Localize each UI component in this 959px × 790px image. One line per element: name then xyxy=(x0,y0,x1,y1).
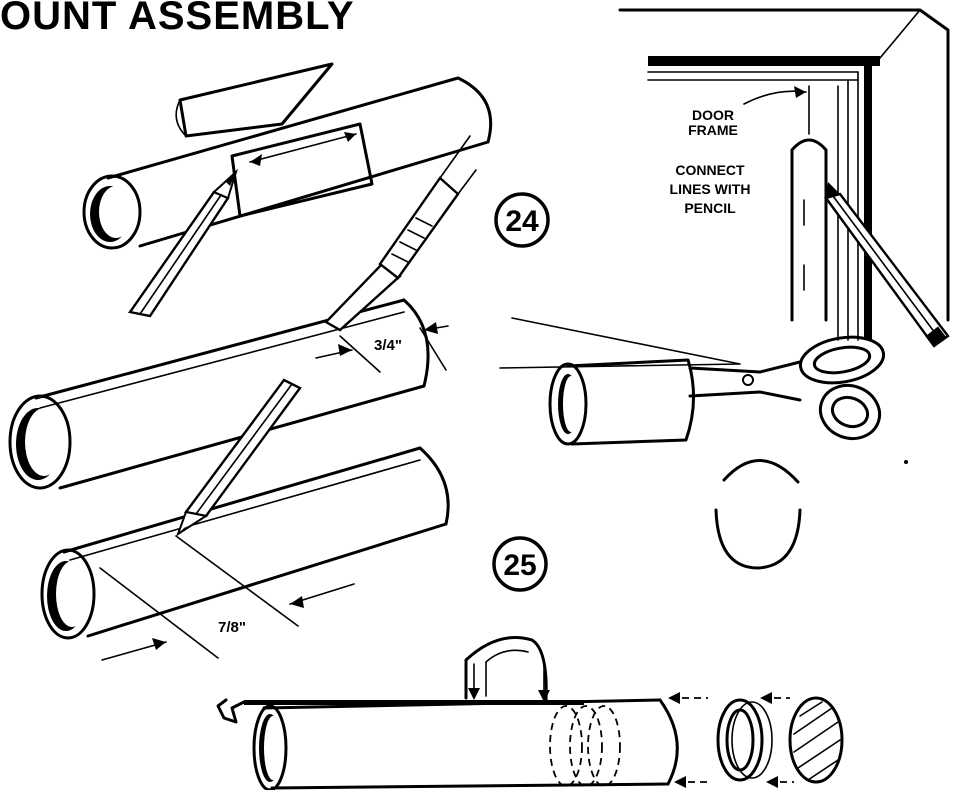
tube-pencil-mark: 7/8" xyxy=(40,378,450,661)
hobby-knife-icon xyxy=(324,135,477,332)
connect-lines-label: CONNECT xyxy=(675,162,745,178)
connect-lines-label: PENCIL xyxy=(684,200,736,216)
end-lens xyxy=(788,696,844,784)
door-frame-miter xyxy=(879,9,921,59)
paper-strip xyxy=(230,122,374,218)
final-tube-assembly xyxy=(216,636,844,790)
ring-top-half xyxy=(722,459,800,484)
pencil-icon xyxy=(127,168,239,318)
page-title: OUNT ASSEMBLY xyxy=(0,0,355,38)
pencil-icon xyxy=(176,378,302,537)
connect-lines-label: LINES WITH xyxy=(670,181,751,197)
door-frame-right-jamb xyxy=(864,60,872,340)
door-frame-label: DOOR xyxy=(692,107,734,123)
end-ring xyxy=(716,698,764,782)
tube-knife-mark: 3/4" xyxy=(8,135,477,490)
rod-against-frame xyxy=(790,138,828,322)
step-24-badge: 24 xyxy=(494,192,550,248)
tube-paper-wrap xyxy=(82,62,493,318)
scissors-cutting-ring xyxy=(499,317,908,570)
door-frame-top-rail xyxy=(648,56,880,66)
rod-hook xyxy=(216,698,246,724)
dimension-label: 3/4" xyxy=(374,337,402,354)
step-25-badge: 25 xyxy=(492,536,548,592)
rod-top-bar xyxy=(244,700,584,705)
sleeve-clip xyxy=(464,636,548,702)
scissors-icon xyxy=(688,335,886,440)
pencil-icon xyxy=(824,182,950,348)
svg-text:25: 25 xyxy=(503,549,536,582)
door-frame-outer-edge xyxy=(618,8,950,322)
door-frame-label: FRAME xyxy=(688,122,738,138)
ring-bottom-half xyxy=(714,508,802,570)
dimension-label: 7/8" xyxy=(218,619,246,636)
door-frame-panel: DOOR FRAME CONNECT LINES WITH PENCIL xyxy=(618,8,950,348)
paper-flap xyxy=(178,62,334,138)
svg-text:24: 24 xyxy=(505,205,539,238)
